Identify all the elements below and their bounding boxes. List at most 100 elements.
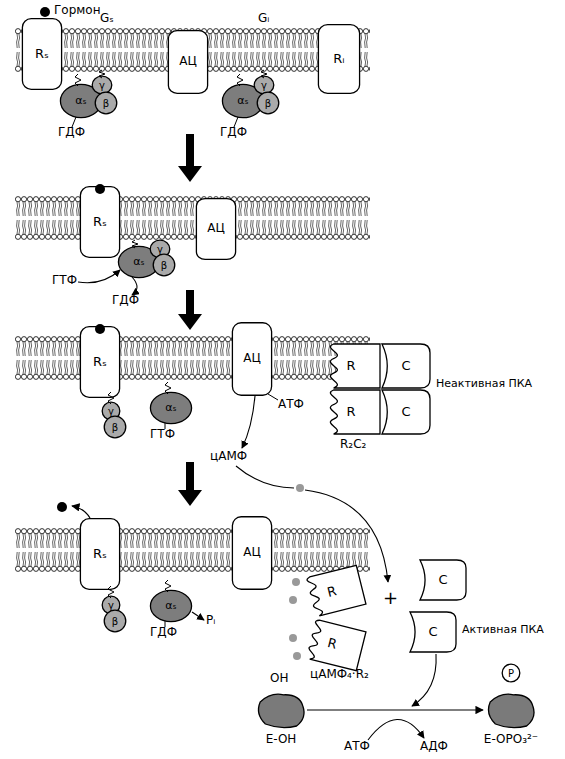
node-text: АЦ bbox=[179, 55, 197, 68]
node-text: γ bbox=[99, 80, 105, 91]
node-text: Rₛ bbox=[93, 547, 107, 561]
pka-regulatory: R bbox=[322, 390, 380, 434]
camp-arrow bbox=[236, 466, 294, 488]
messenger-label: цАМФ bbox=[210, 450, 247, 464]
node-text: Rₛ bbox=[93, 215, 107, 229]
nucleotide-label: ГДФ bbox=[220, 126, 247, 140]
g-beta-subunit: β bbox=[95, 92, 117, 114]
node-text: αₛ bbox=[165, 402, 176, 414]
step-arrow bbox=[178, 290, 202, 330]
shape-outline bbox=[485, 690, 537, 730]
group-label: OH bbox=[270, 672, 288, 686]
complex-label: цАМФ₄·R₂ bbox=[310, 668, 369, 682]
pka-regulatory: R bbox=[298, 565, 366, 618]
node-text: αₛ bbox=[165, 600, 176, 612]
receptor: Rₛ bbox=[80, 326, 120, 398]
nucleotide-label: ГДФ bbox=[58, 126, 85, 140]
g-gamma-subunit: γ bbox=[254, 76, 274, 94]
adenylate-cyclase: АЦ bbox=[232, 322, 272, 396]
node-text: Rₛ bbox=[35, 47, 49, 61]
node-text: R bbox=[346, 405, 355, 419]
node-text: αₛ bbox=[237, 95, 248, 107]
receptor: Rₛ bbox=[80, 186, 120, 258]
reaction-arrow bbox=[307, 709, 483, 710]
complex-label: Неактивная ПКА bbox=[436, 378, 532, 391]
phosphate-label: Pᵢ bbox=[206, 614, 215, 628]
pka-catalytic: C bbox=[420, 560, 466, 600]
node-text: E-OPO₃²⁻ bbox=[484, 733, 538, 746]
node-text: Rₛ bbox=[93, 355, 107, 369]
node-text: C bbox=[401, 405, 410, 419]
g-alpha-subunit: αₛ bbox=[150, 590, 192, 622]
pka-catalytic: C bbox=[410, 612, 456, 652]
node-text: β bbox=[112, 422, 118, 433]
node-text: C bbox=[401, 359, 410, 373]
nucleotide-label: АДФ bbox=[420, 740, 448, 754]
gdp-arrow bbox=[132, 277, 137, 295]
gtp-arrow bbox=[78, 270, 120, 283]
node-text: β bbox=[112, 616, 118, 627]
node-text: γ bbox=[261, 80, 267, 91]
node-text: αₛ bbox=[75, 95, 86, 107]
node-text: C bbox=[438, 573, 447, 587]
g-beta-subunit: β bbox=[257, 92, 279, 114]
hormone bbox=[57, 502, 67, 512]
camp-molecule bbox=[289, 578, 301, 660]
g-beta-subunit: β bbox=[104, 416, 126, 438]
lipid-bilayer bbox=[15, 196, 370, 240]
phosphate-group: P bbox=[502, 664, 520, 682]
step-arrow bbox=[178, 134, 202, 182]
g-beta-subunit: β bbox=[104, 610, 126, 632]
lipid-bilayer bbox=[15, 528, 370, 572]
node-text: β bbox=[161, 260, 167, 271]
node-text: АЦ bbox=[243, 352, 261, 365]
nucleotide-label: ГДФ bbox=[150, 626, 177, 640]
adenylate-cyclase: АЦ bbox=[232, 516, 272, 590]
node-text: АЦ bbox=[207, 222, 225, 235]
pka-regulatory: R bbox=[322, 344, 380, 388]
receptor: Rₛ bbox=[22, 18, 62, 90]
node-text: β bbox=[265, 98, 271, 109]
phosphorylated-protein: E-OPO₃²⁻P bbox=[485, 690, 537, 730]
protein-label: Gᵢ bbox=[258, 12, 269, 26]
hormone-label: Гормон bbox=[54, 4, 101, 18]
substrate-protein: E-OH bbox=[255, 690, 307, 730]
nucleotide-label: ГТФ bbox=[150, 428, 175, 442]
node-text: αₛ bbox=[133, 256, 144, 268]
node-text: C bbox=[428, 625, 437, 639]
plus-sign: + bbox=[383, 588, 398, 609]
node-text: β bbox=[103, 98, 109, 109]
nucleotide-label: АТФ bbox=[278, 398, 304, 412]
node-text: γ bbox=[157, 244, 163, 255]
nucleotide-label: АТФ bbox=[344, 740, 370, 754]
node-text: Rᵢ bbox=[333, 52, 344, 66]
camp-molecule bbox=[296, 484, 304, 492]
adenylate-cyclase: АЦ bbox=[168, 30, 208, 94]
node-text: P bbox=[508, 668, 514, 679]
shape-outline bbox=[255, 690, 307, 730]
complex-label: R₂C₂ bbox=[340, 438, 366, 452]
pka-catalytic: C bbox=[382, 390, 430, 434]
g-beta-subunit: β bbox=[153, 254, 175, 276]
node-text: γ bbox=[108, 406, 114, 417]
leader-line bbox=[72, 117, 278, 627]
camp-arrow bbox=[242, 396, 255, 448]
receptor: Rₛ bbox=[80, 518, 120, 590]
pka-regulatory: R bbox=[298, 617, 366, 670]
node-text: R bbox=[346, 359, 355, 373]
atp-adp-arc bbox=[368, 719, 424, 740]
step-arrow bbox=[178, 462, 202, 506]
g-gamma-subunit: γ bbox=[92, 76, 112, 94]
protein-label: Gₛ bbox=[100, 12, 114, 26]
node-text: γ bbox=[108, 600, 114, 611]
nucleotide-label: ГДФ bbox=[112, 294, 139, 308]
adenylate-cyclase: АЦ bbox=[196, 198, 236, 260]
node-text: E-OH bbox=[266, 733, 297, 746]
kinase-arrow bbox=[412, 654, 436, 706]
receptor: Rᵢ bbox=[318, 24, 360, 94]
hormone bbox=[40, 7, 50, 17]
g-alpha-subunit: αₛ bbox=[150, 392, 192, 424]
pi-arrow bbox=[192, 612, 204, 620]
pka-catalytic: C bbox=[382, 344, 430, 388]
